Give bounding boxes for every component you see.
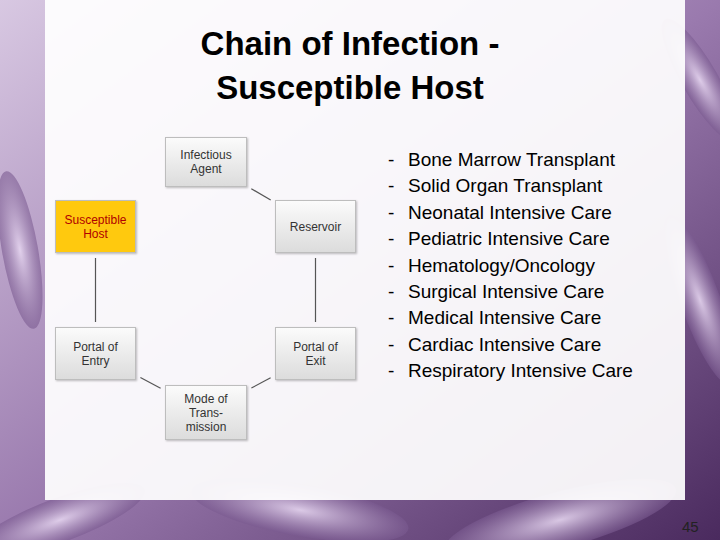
content-panel [45, 0, 685, 500]
list-dash: - [388, 307, 394, 329]
list-item: Respiratory Intensive Care [408, 360, 633, 382]
page-number: 45 [682, 516, 699, 538]
slide-title: Chain of Infection - Susceptible Host [160, 22, 540, 110]
list-item: Hematology/Oncology [408, 255, 595, 277]
list-item: Pediatric Intensive Care [408, 228, 610, 250]
step-label: Susceptible Host [63, 213, 129, 241]
list-dash: - [388, 360, 394, 382]
cycle-connector [251, 378, 270, 388]
chain-step-box: Reservoir [275, 200, 356, 253]
list-item: Neonatal Intensive Care [408, 202, 612, 224]
list-dash: - [388, 228, 394, 250]
step-label: Reservoir [290, 220, 341, 234]
cycle-connector [140, 377, 160, 388]
cycle-connector [315, 258, 316, 322]
list-item: Medical Intensive Care [408, 307, 601, 329]
chain-step-box: Susceptible Host [55, 200, 136, 253]
chain-step-box: Portal of Entry [55, 327, 136, 380]
list-item: Surgical Intensive Care [408, 281, 604, 303]
step-label: Mode of Trans- mission [173, 392, 239, 434]
list-dash: - [388, 334, 394, 356]
chain-step-box: Mode of Trans- mission [165, 385, 247, 440]
list-dash: - [388, 149, 394, 171]
list-dash: - [388, 175, 394, 197]
step-label: Portal of Exit [283, 340, 349, 368]
chain-step-box: Infectious Agent [165, 137, 247, 187]
list-dash: - [388, 202, 394, 224]
list-item: Cardiac Intensive Care [408, 334, 601, 356]
cycle-connector [95, 258, 96, 322]
list-item: Solid Organ Transplant [408, 175, 602, 197]
list-dash: - [388, 281, 394, 303]
step-label: Infectious Agent [173, 148, 239, 176]
list-item: Bone Marrow Transplant [408, 149, 615, 171]
step-label: Portal of Entry [63, 340, 129, 368]
cycle-connector [251, 189, 270, 200]
chain-step-box: Portal of Exit [275, 327, 356, 380]
list-dash: - [388, 255, 394, 277]
